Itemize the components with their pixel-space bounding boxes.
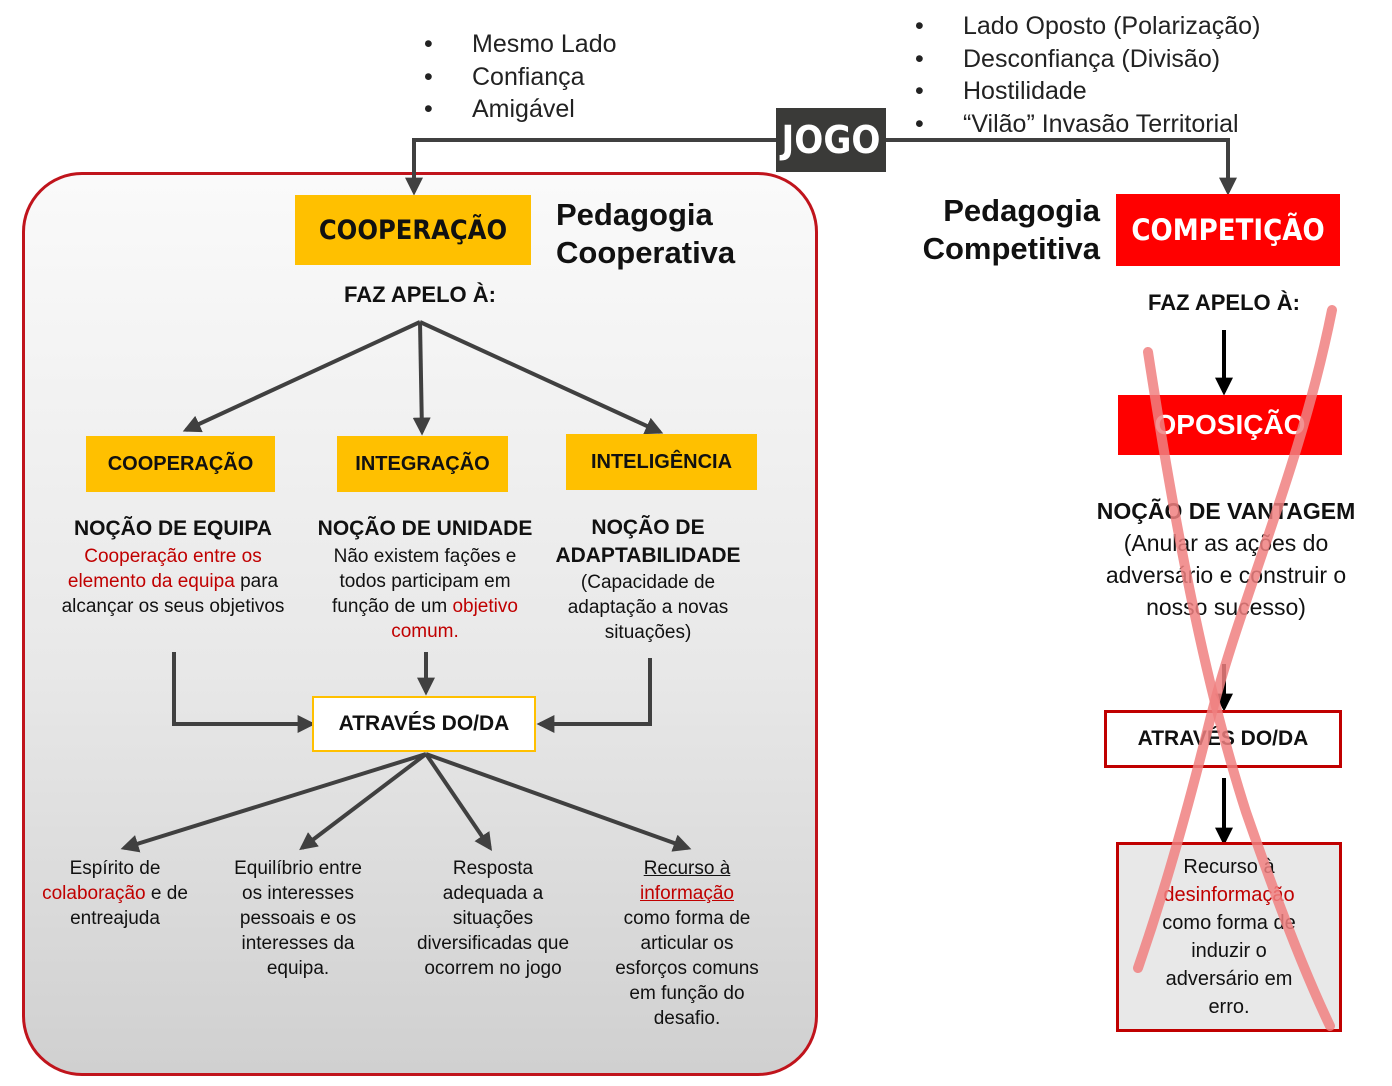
trait-item: “Vilão” Invasão Territorial — [915, 108, 1260, 141]
trait-item: Mesmo Lado — [424, 28, 617, 61]
col1-to-atraves — [172, 652, 316, 733]
outcome-resposta: Resposta adequada a situações diversific… — [416, 858, 570, 979]
outcome-informacao: Recurso à informação como forma de artic… — [612, 856, 762, 1031]
jogo-box: JOGO — [776, 108, 886, 172]
cooperative-title-line1: Pedagogia — [556, 197, 713, 232]
desinformacao-red-text: desinformação — [1163, 884, 1295, 906]
vantagem-description: (Anular as ações do adversário e constru… — [1105, 530, 1347, 620]
equipa-red-text: Cooperação entre os elemento da equipa — [67, 546, 262, 592]
equipa-description: Cooperação entre os elemento da equipa p… — [48, 544, 298, 619]
outcome-arrow-4 — [425, 752, 692, 852]
desinformacao-box: Recurso à desinformação como forma de in… — [1116, 842, 1342, 1032]
outcome-text: como forma de articular os esforços comu… — [615, 908, 759, 1029]
outcome-red-text: informação — [640, 883, 734, 904]
trait-item: Confiança — [424, 61, 617, 94]
competicao-box: COMPETIÇÃO — [1116, 194, 1340, 266]
cooperative-atraves-box: ATRAVÉS DO/DA — [312, 696, 536, 752]
jogo-right-connector — [886, 138, 1237, 196]
cooperation-traits-list: Mesmo Lado Confiança Amigável — [424, 28, 617, 126]
inteligencia-box: INTELIGÊNCIA — [566, 434, 757, 490]
competitive-atraves-box: ATRAVÉS DO/DA — [1104, 710, 1342, 768]
equipa-column: NOÇÃO DE EQUIPA Cooperação entre os elem… — [48, 514, 298, 619]
outcome-text: e de entreajuda — [70, 883, 188, 929]
unidade-description: Não existem fações e todos participam em… — [310, 544, 540, 644]
outcome-equilibrio: Equilíbrio entre os interesses pessoais … — [234, 858, 362, 979]
outcome-arrow-1 — [120, 752, 427, 853]
oposicao-box: OPOSIÇÃO — [1118, 395, 1342, 455]
equipa-rest-text: para alcançar os seus objetivos — [61, 571, 285, 617]
adaptabilidade-description: (Capacidade de adaptação a novas situaçõ… — [567, 572, 729, 643]
outcome-underlined-text: Recurso à — [643, 858, 731, 879]
outcome-arrow-3 — [424, 752, 493, 851]
cooperative-title: Pedagogia Cooperativa — [556, 196, 735, 272]
unidade-heading: NOÇÃO DE UNIDADE — [317, 517, 533, 540]
adaptabilidade-heading-line1: NOÇÃO DE — [591, 516, 705, 539]
trait-item: Lado Oposto (Polarização) — [915, 10, 1260, 43]
trait-item: Amigável — [424, 93, 617, 126]
outcome-colaboracao: Espírito de colaboração e de entreajuda — [40, 856, 190, 931]
outcome-red-text: colaboração — [42, 883, 146, 904]
fan-arrow-left — [182, 320, 421, 433]
cooperacao-main-box: COOPERAÇÃO — [295, 195, 531, 265]
outcome-arrow-2 — [299, 752, 428, 851]
competitive-title-line2: Competitiva — [922, 231, 1100, 266]
competitive-faz-apelo: FAZ APELO À: — [1148, 290, 1300, 315]
adaptabilidade-heading-line2: ADAPTABILIDADE — [555, 544, 741, 567]
equipa-heading: NOÇÃO DE EQUIPA — [74, 517, 272, 540]
vantagem-heading: NOÇÃO DE VANTAGEM — [1096, 498, 1356, 524]
jogo-left-connector — [405, 138, 776, 196]
cooperative-faz-apelo: FAZ APELO À: — [344, 282, 496, 307]
desinformacao-text: Recurso à desinformação como forma de in… — [1144, 853, 1314, 1021]
outcome-text: Espírito de — [69, 858, 161, 879]
competitive-title: Pedagogia Competitiva — [900, 192, 1100, 268]
cooperacao-box: COOPERAÇÃO — [86, 436, 275, 492]
fan-arrow-middle — [412, 321, 431, 436]
cooperative-title-line2: Cooperativa — [556, 235, 736, 270]
desinformacao-post-text: como forma de induzir o adversário em er… — [1162, 912, 1296, 1018]
col3-to-atraves — [536, 658, 652, 733]
fan-arrow-right — [419, 320, 664, 435]
vantagem-block: NOÇÃO DE VANTAGEM (Anular as ações do ad… — [1078, 495, 1374, 623]
trait-item: Desconfiança (Divisão) — [915, 43, 1260, 76]
integracao-box: INTEGRAÇÃO — [337, 436, 508, 492]
competitive-title-line1: Pedagogia — [943, 193, 1100, 228]
unidade-red-text: objetivo comum. — [391, 596, 518, 642]
unidade-column: NOÇÃO DE UNIDADE Não existem fações e to… — [310, 514, 540, 644]
desinformacao-pre-text: Recurso à — [1183, 856, 1275, 878]
trait-item: Hostilidade — [915, 75, 1260, 108]
competition-traits-list: Lado Oposto (Polarização) Desconfiança (… — [915, 10, 1260, 140]
adaptabilidade-column: NOÇÃO DE ADAPTABILIDADE (Capacidade de a… — [548, 514, 748, 645]
unidade-text: Não existem fações e todos participam em… — [332, 546, 517, 617]
